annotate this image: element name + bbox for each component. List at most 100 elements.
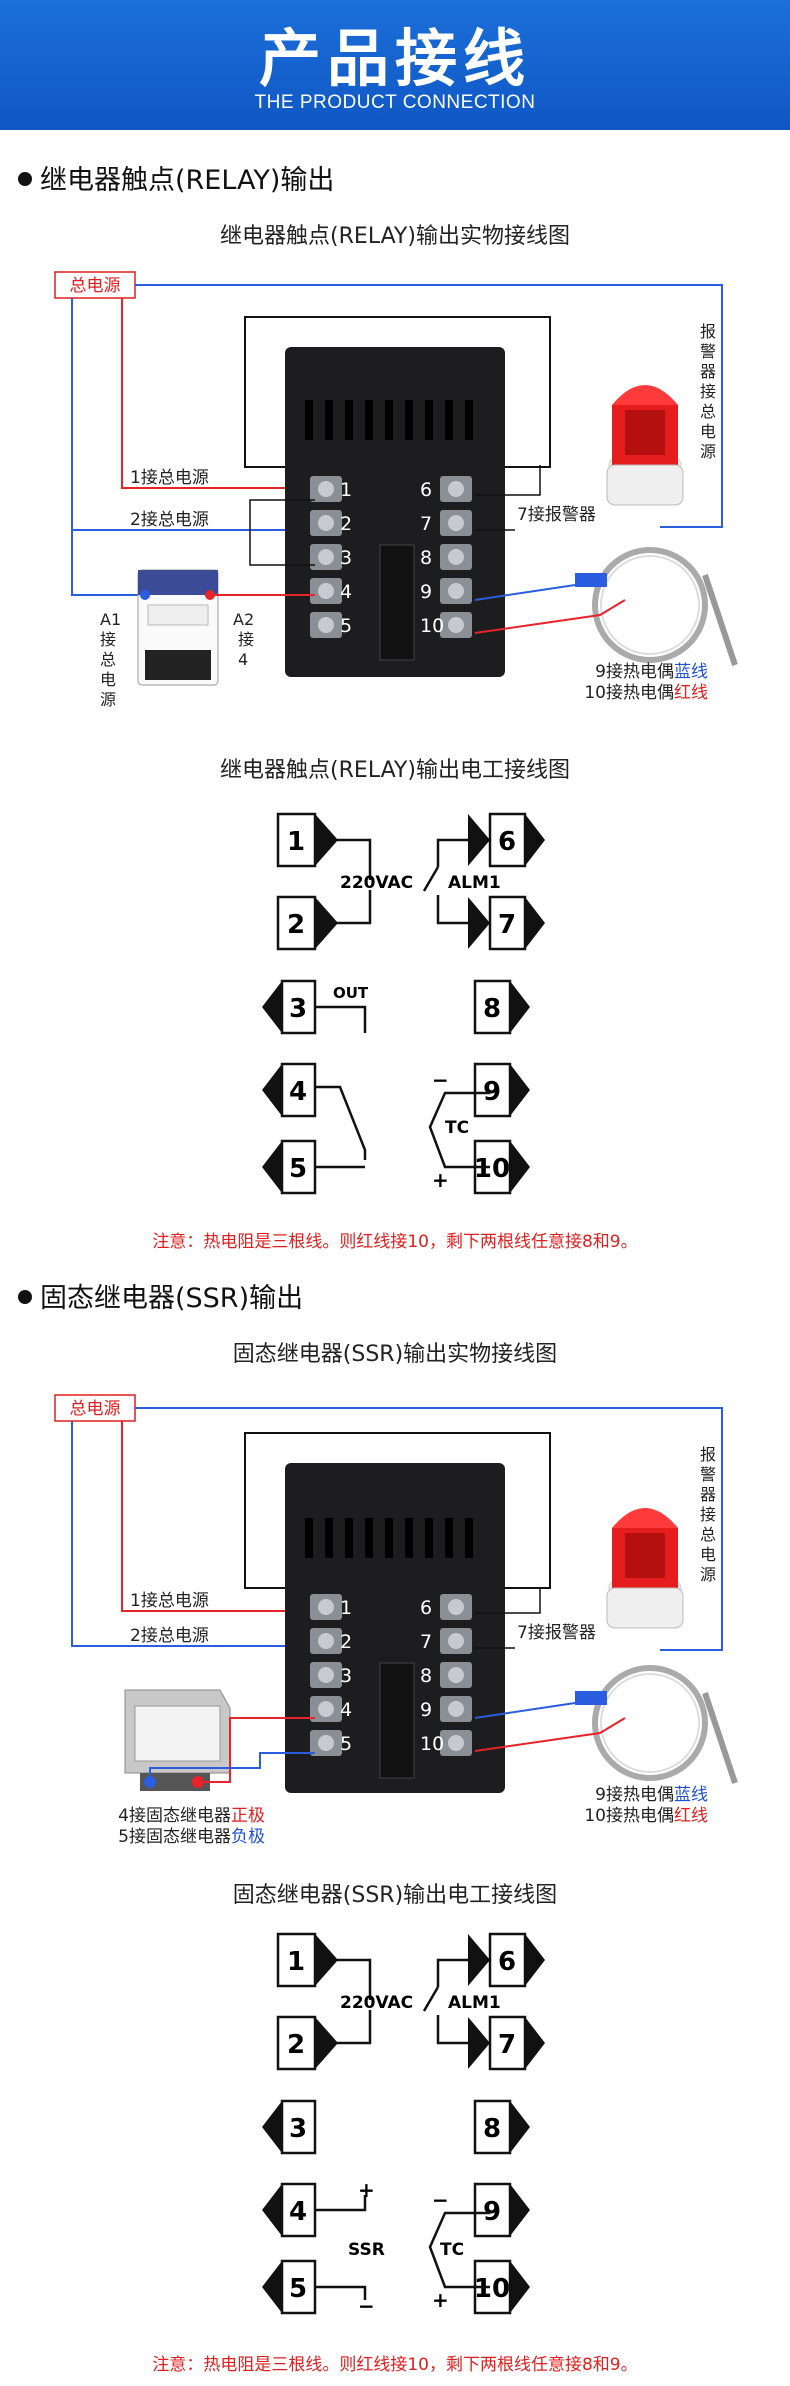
schematic-number: 2	[287, 910, 305, 940]
screw-head	[318, 515, 334, 531]
power-source-label: 总电源	[70, 1399, 121, 1419]
relay-photo-title: 继电器触点(RELAY)输出实物接线图	[220, 224, 570, 249]
bridge-wire-1-3	[249, 499, 315, 566]
terminal-arrow	[510, 2101, 530, 2153]
wire-7-s	[436, 2015, 490, 2045]
wire-7-s	[436, 895, 490, 925]
wire-3-out	[315, 1005, 367, 1033]
screw-head	[318, 481, 334, 497]
relay-schematic-title: 继电器触点(RELAY)输出电工接线图	[220, 758, 570, 783]
screw-head	[318, 1633, 334, 1649]
terminal-number: 5	[340, 1733, 352, 1755]
schematic-terminal-box	[280, 2099, 317, 2155]
terminal-arrow	[262, 2261, 282, 2313]
schematic-number: 8	[483, 2114, 501, 2144]
schematic-number: 7	[498, 2030, 516, 2060]
red-wire-10	[474, 1717, 626, 1752]
terminal-arrow	[262, 981, 282, 1033]
power-source-box	[54, 1394, 136, 1422]
terminal-number: 7	[420, 513, 432, 535]
terminal-arrow	[510, 1064, 530, 1116]
schematic-number: 9	[483, 2197, 501, 2227]
blue-wire-2	[71, 1421, 315, 1647]
schematic-terminal-box	[280, 1139, 317, 1195]
tc-minus: −	[432, 1068, 449, 1092]
alarm-power-vertical: 报警器接总电源	[700, 1445, 716, 1584]
alarm-light-icon	[606, 1508, 684, 1629]
ssr-schematic-title: 固态继电器(SSR)输出电工接线图	[232, 1883, 558, 1908]
terminal-arrow	[525, 897, 545, 949]
schematic-terminal-box	[488, 2015, 527, 2071]
schematic-number: 10	[474, 2274, 510, 2304]
tc10-label: 10接热电偶红线	[584, 1806, 708, 1826]
bullet-icon	[18, 1289, 32, 1304]
wire-2	[315, 2010, 372, 2045]
schematic-number: 1	[287, 827, 305, 857]
terminal-arrow	[262, 2184, 282, 2236]
terminal-arrow	[525, 814, 545, 866]
terminal-arrow	[510, 981, 530, 1033]
tc-wires	[428, 2211, 490, 2289]
ssr-note: 注意：热电阻是三根线。则红线接10，剩下两根线任意接8和9。	[152, 2355, 638, 2375]
schematic-number: 4	[289, 2197, 307, 2227]
schematic-number: 8	[483, 994, 501, 1024]
red-wire-4	[198, 1717, 315, 1783]
label-1: 1接总电源	[130, 1591, 209, 1611]
terminal-arrow	[262, 1141, 282, 1193]
wire-2	[315, 890, 372, 925]
terminal-number: 6	[420, 479, 432, 501]
tc9-label: 9接热电偶蓝线	[595, 1785, 708, 1805]
blue-wire-alarm	[135, 284, 723, 528]
terminal-number: 1	[340, 479, 352, 501]
blue-wire-9	[474, 1702, 576, 1719]
screw-head	[448, 583, 464, 599]
tc10-label: 10接热电偶红线	[584, 683, 708, 703]
vac-label: 220VAC	[340, 873, 413, 893]
terminal-number: 3	[340, 547, 352, 569]
ssr5-label: 5接固态继电器负极	[118, 1827, 265, 1847]
red-wire-1	[121, 1421, 315, 1612]
terminal-number: 3	[340, 1665, 352, 1687]
terminal-number: 4	[340, 581, 352, 603]
ssr4-label: 4接固态继电器正极	[118, 1806, 265, 1826]
ssr-label: SSR	[348, 2240, 385, 2260]
ssr-plus: +	[358, 2178, 375, 2202]
screw-head	[318, 1701, 334, 1717]
terminal-number: 4	[340, 1699, 352, 1721]
wire-6-s	[436, 838, 490, 867]
wire-6-s	[436, 1958, 490, 1987]
wire-4-ssr	[315, 2195, 367, 2212]
banner-subtitle: THE PRODUCT CONNECTION	[254, 92, 536, 113]
screw-head	[448, 1701, 464, 1717]
terminal-number: 6	[420, 1597, 432, 1619]
screw-head	[318, 617, 334, 633]
terminal-arrow	[510, 2184, 530, 2236]
power-source-label: 总电源	[70, 276, 121, 296]
terminal-arrow	[262, 1064, 282, 1116]
terminal-arrow	[525, 1934, 545, 1986]
tc9-label: 9接热电偶蓝线	[595, 662, 708, 682]
schematic-number: 5	[289, 2274, 307, 2304]
bullet-icon	[18, 171, 32, 186]
label-7: 7接报警器	[517, 1623, 596, 1643]
label-7: 7接报警器	[517, 505, 596, 525]
a2-num: 4	[238, 650, 248, 669]
screw-head	[448, 617, 464, 633]
tc-label: TC	[440, 2240, 464, 2260]
out-label: OUT	[333, 984, 369, 1002]
screw-head	[318, 1667, 334, 1683]
a2-sub: 接	[238, 630, 254, 649]
relay-contact	[315, 1085, 367, 1160]
schematic-terminal-box	[280, 1062, 317, 1118]
solid-state-relay-icon	[124, 1689, 231, 1791]
wire-6	[475, 465, 541, 496]
alm-label: ALM1	[448, 873, 501, 893]
terminal-number: 9	[420, 581, 432, 603]
schematic-terminal-box	[280, 2259, 317, 2315]
relay-note: 注意：热电阻是三根线。则红线接10，剩下两根线任意接8和9。	[152, 1232, 638, 1252]
controller-slot	[379, 544, 415, 661]
alarm-power-vertical: 报警器接总电源	[700, 322, 716, 461]
